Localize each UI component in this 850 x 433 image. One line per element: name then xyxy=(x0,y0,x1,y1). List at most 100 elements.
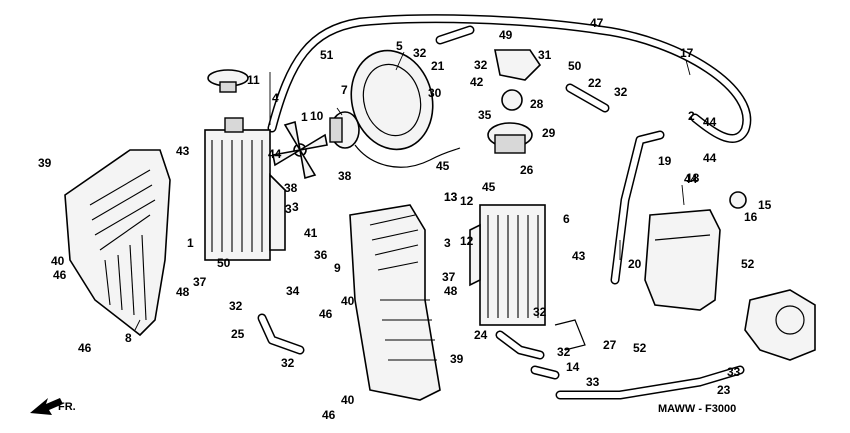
fan-wire xyxy=(354,144,461,168)
callout-42: 42 xyxy=(470,75,484,89)
callout-9: 9 xyxy=(334,261,341,275)
callout-35: 35 xyxy=(478,108,492,122)
callout-32: 32 xyxy=(281,356,295,370)
callout-32: 32 xyxy=(474,58,488,72)
callout-1: 1 xyxy=(187,236,194,250)
callout-33: 33 xyxy=(727,365,741,379)
callout-46: 46 xyxy=(319,307,333,321)
callout-50: 50 xyxy=(568,59,582,73)
callout-32: 32 xyxy=(533,305,547,319)
callout-37: 37 xyxy=(193,275,207,289)
reserve-tank-20 xyxy=(644,209,721,311)
callout-3: 3 xyxy=(292,200,299,214)
callout-52: 52 xyxy=(633,341,647,355)
callout-37: 37 xyxy=(442,270,456,284)
callout-10: 10 xyxy=(310,109,324,123)
callout-31: 31 xyxy=(538,48,552,62)
callout-50: 50 xyxy=(217,256,231,270)
cooling-fan-10 xyxy=(272,120,328,180)
callout-3: 3 xyxy=(444,236,451,250)
callout-40: 40 xyxy=(51,254,65,268)
callout-46: 46 xyxy=(78,341,92,355)
hose-24 xyxy=(495,330,545,360)
hose-14 xyxy=(530,365,560,380)
callout-32: 32 xyxy=(413,46,427,60)
callout-44: 44 xyxy=(703,115,717,129)
callout-17: 17 xyxy=(680,46,694,60)
callout-43: 43 xyxy=(176,144,190,158)
callout-47: 47 xyxy=(590,16,604,30)
hose-23 xyxy=(555,365,745,400)
tank-cap-15 xyxy=(729,191,747,209)
right-radiator-6 xyxy=(469,204,546,326)
callout-39: 39 xyxy=(38,156,52,170)
callout-38: 38 xyxy=(338,169,352,183)
hose-22 xyxy=(565,83,610,113)
hose-25 xyxy=(257,313,305,355)
callout-12: 12 xyxy=(460,234,474,248)
left-radiator xyxy=(204,117,286,261)
hose-21 xyxy=(435,25,475,45)
callout-34: 34 xyxy=(286,284,300,298)
callout-18: 18 xyxy=(686,171,700,185)
front-label: FR. xyxy=(58,401,76,413)
callout-16: 16 xyxy=(744,210,758,224)
callout-27: 27 xyxy=(603,338,617,352)
callout-1: 1 xyxy=(301,110,308,124)
callout-51: 51 xyxy=(320,48,334,62)
figure-code: MAWW - F3000 xyxy=(658,403,736,415)
callout-46: 46 xyxy=(53,268,67,282)
callout-33: 33 xyxy=(586,375,600,389)
callout-22: 22 xyxy=(588,76,602,90)
callout-39: 39 xyxy=(450,352,464,366)
callout-3: 3 xyxy=(285,202,292,216)
callout-24: 24 xyxy=(474,328,488,342)
callout-45: 45 xyxy=(482,180,496,194)
radiator-cap-11 xyxy=(207,69,249,93)
callout-11: 11 xyxy=(247,73,260,87)
callout-40: 40 xyxy=(341,393,355,407)
callout-30: 30 xyxy=(428,86,442,100)
callout-6: 6 xyxy=(563,212,570,226)
callout-7: 7 xyxy=(341,83,348,97)
left-radiator-shroud-8 xyxy=(64,149,171,337)
callout-52: 52 xyxy=(741,257,755,271)
leader-lines xyxy=(134,51,691,331)
thermostat-cover-31 xyxy=(494,49,542,81)
callout-21: 21 xyxy=(431,59,445,73)
callout-43: 43 xyxy=(572,249,586,263)
callout-19: 19 xyxy=(658,154,672,168)
callout-44: 44 xyxy=(268,147,282,161)
water-pump xyxy=(744,289,816,361)
callout-48: 48 xyxy=(176,285,190,299)
callout-44: 44 xyxy=(684,172,698,186)
callout-14: 14 xyxy=(566,360,580,374)
fan-shroud-5 xyxy=(350,49,434,151)
overflow-hose-17 xyxy=(267,14,752,143)
callout-49: 49 xyxy=(499,28,513,42)
callout-46: 46 xyxy=(322,408,336,422)
callout-23: 23 xyxy=(717,383,731,397)
callout-40: 40 xyxy=(341,294,355,308)
callout-15: 15 xyxy=(758,198,772,212)
callout-32: 32 xyxy=(229,299,243,313)
callout-29: 29 xyxy=(542,126,556,140)
callout-41: 41 xyxy=(304,226,318,240)
callout-25: 25 xyxy=(231,327,245,341)
callout-38: 38 xyxy=(284,181,298,195)
callout-32: 32 xyxy=(557,345,571,359)
front-direction-arrow: FR. xyxy=(30,398,76,415)
callout-20: 20 xyxy=(628,257,642,271)
callout-5: 5 xyxy=(396,39,403,53)
callout-12: 12 xyxy=(460,194,474,208)
callout-2: 2 xyxy=(688,109,695,123)
callout-13: 13 xyxy=(444,190,458,204)
center-radiator-shroud-9 xyxy=(349,204,441,401)
hose-clip-27 xyxy=(554,319,586,351)
callout-26: 26 xyxy=(520,163,534,177)
callout-32: 32 xyxy=(614,85,628,99)
callout-45: 45 xyxy=(436,159,450,173)
